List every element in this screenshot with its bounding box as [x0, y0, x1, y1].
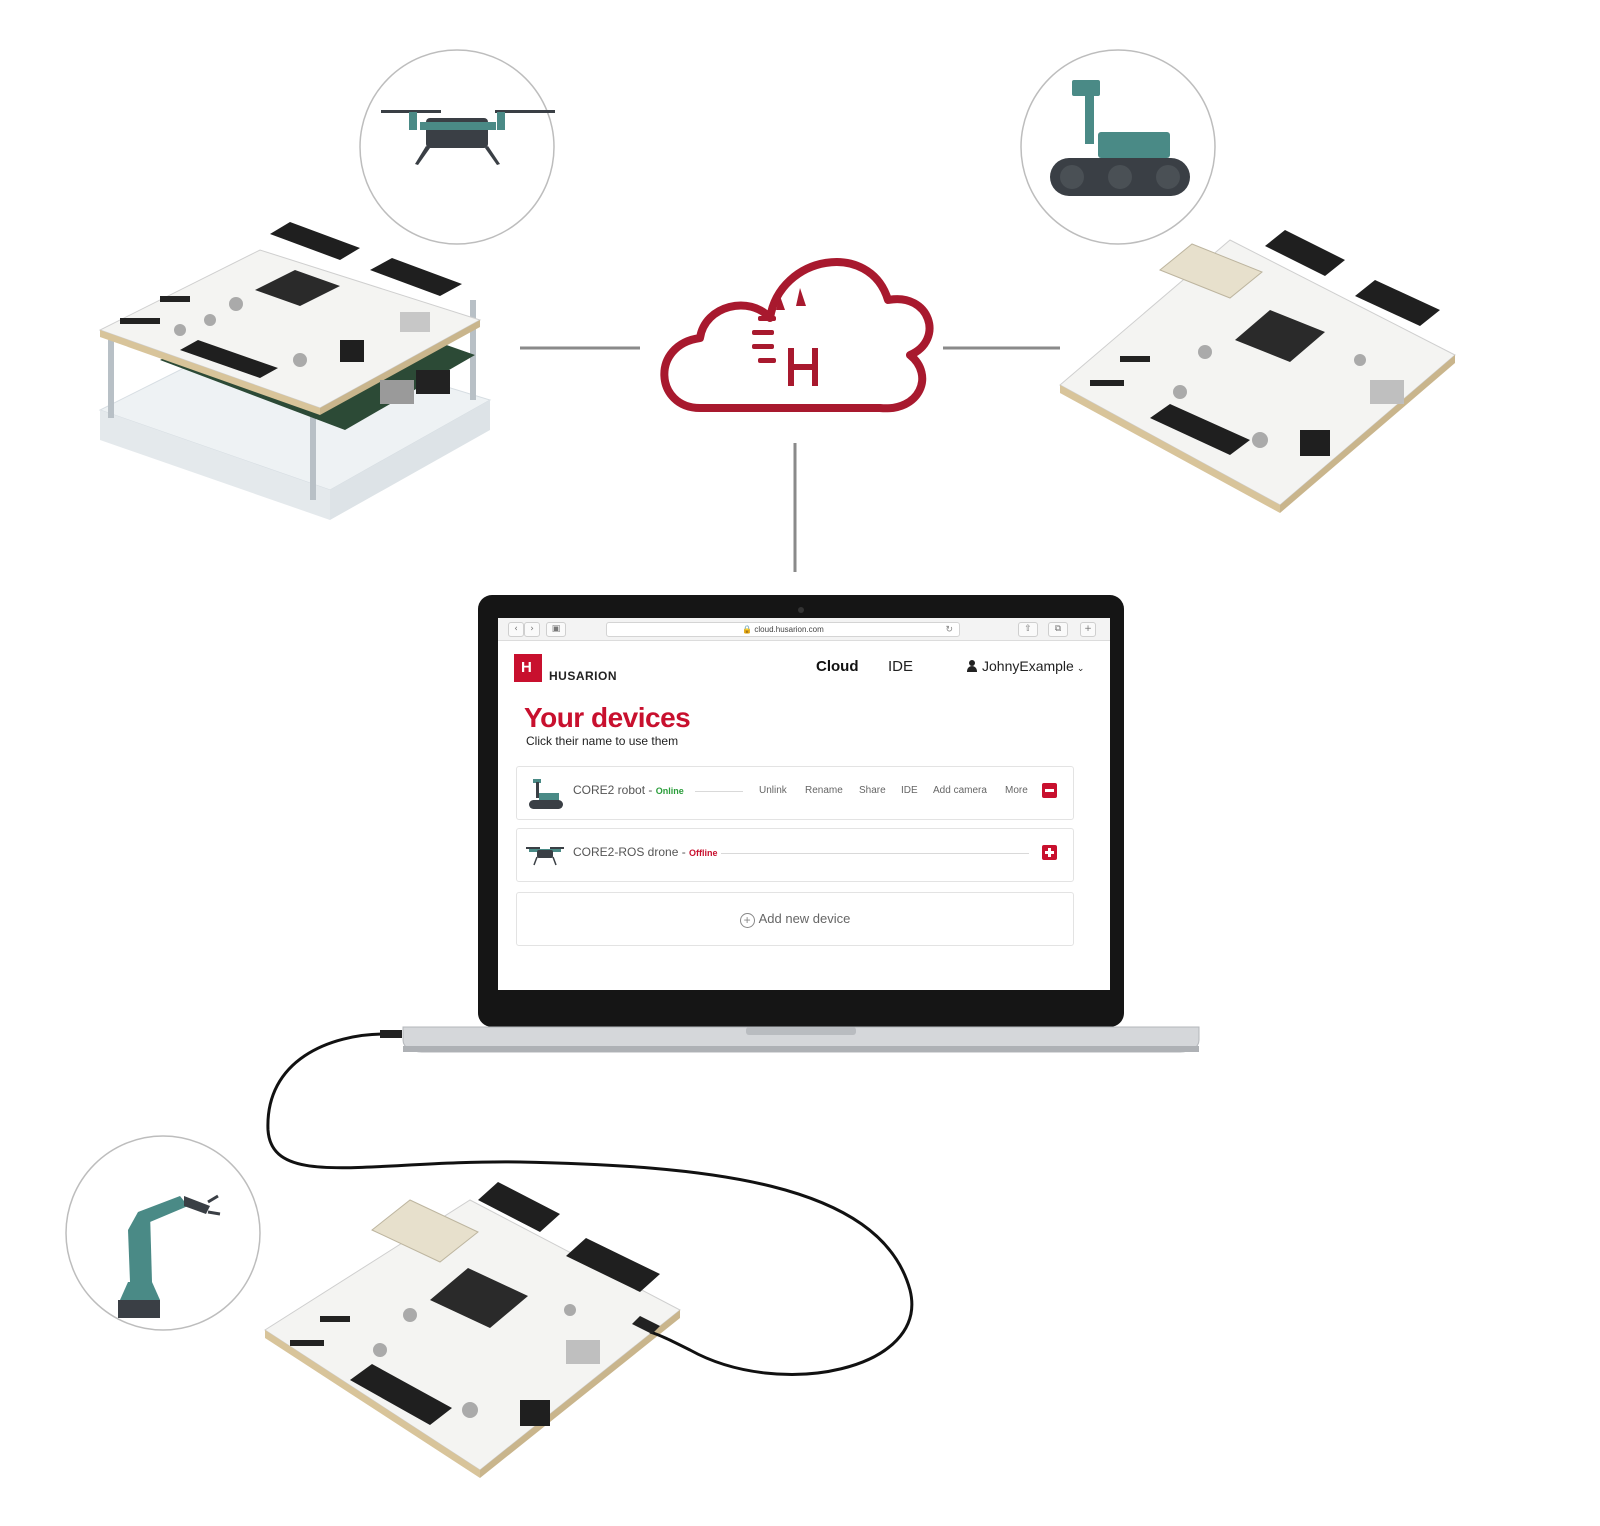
more-link[interactable]: More	[1005, 785, 1028, 796]
core2-board-with-pi	[98, 222, 492, 520]
rename-link[interactable]: Rename	[805, 785, 843, 796]
core2-board-bottom	[264, 1182, 681, 1478]
tracked-robot-icon	[529, 779, 563, 809]
usb-cable	[266, 1032, 914, 1376]
add-device-button[interactable]: +Add new device	[516, 892, 1074, 946]
device-row: CORE2 robot - Online Unlink Rename Share…	[516, 766, 1074, 820]
device-separator: -	[645, 783, 656, 797]
browser-toolbar: ‹ › ▣ 🔒 cloud.husarion.com ↻ ⇧ ⧉ +	[498, 618, 1110, 641]
status-badge-offline: Offline	[689, 848, 718, 858]
nav-ide[interactable]: IDE	[888, 658, 914, 675]
tabs-icon[interactable]: ⧉	[1048, 622, 1068, 637]
add-circle-icon: +	[739, 913, 755, 928]
add-camera-link[interactable]: Add camera	[933, 785, 987, 796]
device-separator: -	[678, 845, 690, 859]
device-row: CORE2-ROS drone - Offline	[516, 828, 1074, 882]
divider	[721, 853, 1029, 854]
husarion-cloud-icon	[660, 258, 934, 413]
page-subtitle: Click their name to use them	[526, 734, 679, 748]
tracked-robot-icon	[1020, 49, 1216, 245]
ide-link[interactable]: IDE	[901, 785, 918, 796]
drone-icon	[359, 49, 555, 245]
share-link[interactable]: Share	[859, 785, 886, 796]
reload-icon[interactable]: ↻	[945, 624, 953, 634]
sidebar-icon[interactable]: ▣	[546, 622, 566, 637]
share-icon[interactable]: ⇧	[1018, 622, 1038, 637]
device-name-core2-ros-drone[interactable]: CORE2-ROS drone - Offline	[573, 845, 718, 859]
connector-lines	[520, 346, 1060, 572]
page-title: Your devices	[524, 702, 691, 733]
nav-cloud[interactable]: Cloud	[816, 658, 859, 675]
user-menu[interactable]: JohnyExample⌄	[966, 658, 1084, 674]
back-icon[interactable]: ‹	[508, 622, 524, 637]
usb-plug-board	[632, 1316, 660, 1334]
unlink-link[interactable]: Unlink	[759, 785, 787, 796]
husarion-logo-icon[interactable]: H	[514, 654, 542, 682]
user-icon	[966, 660, 978, 672]
address-bar[interactable]: 🔒 cloud.husarion.com ↻	[606, 622, 960, 637]
url-text: cloud.husarion.com	[754, 625, 824, 634]
chevron-down-icon: ⌄	[1076, 663, 1085, 673]
forward-icon[interactable]: ›	[524, 622, 540, 637]
status-badge-online: Online	[655, 786, 684, 796]
robotic-arm-icon	[65, 1135, 261, 1331]
core2-board-right	[1059, 230, 1456, 513]
new-tab-icon[interactable]: +	[1080, 622, 1096, 637]
device-name-text: CORE2 robot	[573, 783, 646, 797]
username: JohnyExample	[982, 658, 1074, 674]
expand-button[interactable]	[1042, 845, 1057, 860]
add-device-label: Add new device	[758, 911, 851, 926]
device-name-core2-robot[interactable]: CORE2 robot - Online	[573, 783, 684, 797]
divider	[695, 791, 743, 792]
usb-plug-laptop	[380, 1030, 402, 1038]
brand-name: HUSARION	[549, 669, 618, 683]
device-name-text: CORE2-ROS drone	[573, 845, 679, 859]
browser-window: ‹ › ▣ 🔒 cloud.husarion.com ↻ ⇧ ⧉ + H HUS…	[498, 618, 1110, 990]
collapse-button[interactable]	[1042, 783, 1057, 798]
lock-icon: 🔒	[742, 625, 753, 634]
drone-icon	[526, 847, 564, 866]
